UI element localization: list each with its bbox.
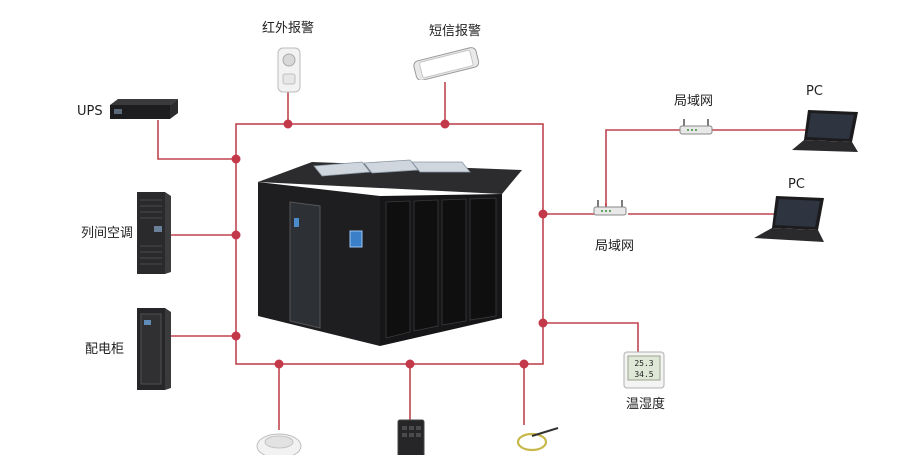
router-icon	[679, 119, 713, 135]
node-lan	[538, 209, 548, 219]
lan-main-label: 局域网	[595, 239, 635, 254]
node-infrared	[283, 119, 293, 129]
row-ac-label: 列间空调	[81, 226, 134, 241]
pc-bottom-label: PC	[788, 177, 805, 192]
smoke-detector-icon	[256, 433, 302, 455]
temp-humidity-label: 温湿度	[626, 397, 666, 412]
ups-device-icon	[110, 99, 178, 119]
pc-top-label: PC	[806, 84, 823, 99]
thermo-hygrometer-icon: 25.3 34.5	[623, 351, 665, 389]
power-cabinet-label: 配电柜	[85, 342, 125, 357]
access-control-icon	[397, 419, 425, 455]
phone-icon	[413, 47, 480, 80]
node-temp	[538, 318, 548, 328]
laptop-icon	[754, 196, 824, 242]
node-sms	[440, 119, 450, 129]
node-bottom-1	[274, 359, 284, 369]
infrared-sensor-icon	[277, 47, 301, 93]
micro-module-cabinet-icon	[258, 159, 522, 346]
temp-readout: 25.3	[634, 359, 653, 368]
sms-alarm-label: 短信报警	[429, 24, 482, 39]
lan-top-label: 局域网	[674, 94, 714, 109]
node-bottom-3	[519, 359, 529, 369]
ups-label: UPS	[77, 104, 103, 119]
air-conditioner-icon	[137, 192, 171, 274]
power-cabinet-icon	[137, 308, 171, 390]
router-main-icon	[593, 200, 627, 216]
node-ups	[231, 154, 241, 164]
water-leak-sensor-icon	[516, 427, 559, 452]
infrared-alarm-label: 红外报警	[262, 21, 315, 36]
node-power	[231, 331, 241, 341]
node-bottom-2	[405, 359, 415, 369]
node-ac	[231, 230, 241, 240]
laptop-icon	[792, 110, 858, 152]
main-frame	[235, 123, 544, 365]
humidity-readout: 34.5	[634, 370, 653, 379]
